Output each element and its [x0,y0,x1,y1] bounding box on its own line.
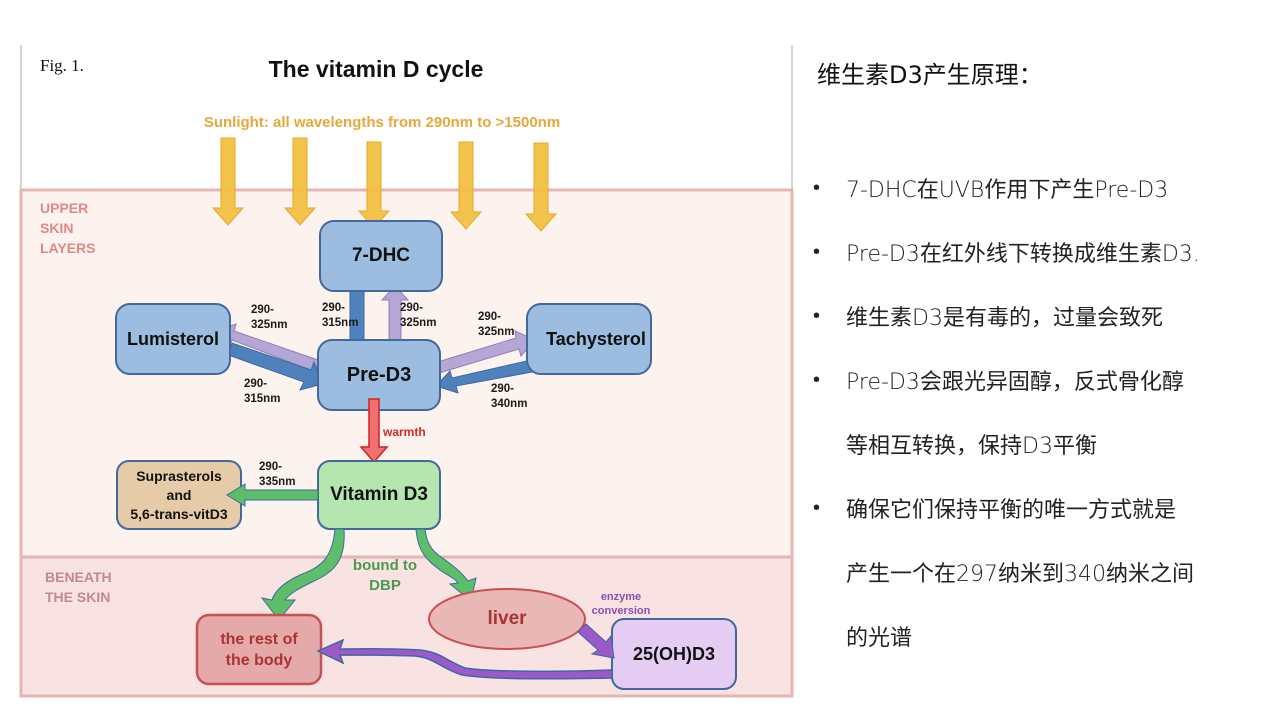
label-pred3-to-lumisterol: 290- 325nm [251,303,287,333]
label-line: 290- [491,383,515,395]
node-pred3: Pre-D3 [346,363,412,386]
node-liver: liver [487,608,527,629]
middle-divider [791,45,793,190]
explanation-panel: 维生素D3产生原理： • 7-DHC在UVB作用下产生Pre-D3 • Pre-D3在… [813,0,1280,720]
arrow-liver-to-25ohd3 [577,623,615,659]
label-line: 340nm [491,398,528,410]
sunlight-arrow [449,141,483,230]
label-line: 290- [259,461,283,473]
sunlight-caption: Sunlight: all wavelengths from 290nm to … [203,114,561,131]
node-vitamin-d3: Vitamin D3 [330,484,428,505]
node-7dhc: 7-DHC [351,245,411,266]
label-line: 325nm [251,319,288,331]
upper-skin-label-line: SKIN [40,220,74,236]
label-line: 290- [478,311,502,323]
label-line: 315nm [322,317,359,329]
label-line: 290- [322,302,346,314]
label-line: 290- [244,378,268,390]
label-line: conversion [591,605,651,617]
bullet-dot: • [813,369,821,391]
bullet-text: 产生一个在297纳米到340纳米之间 [846,562,1194,587]
bullet-dot: • [813,177,821,199]
label-tachysterol-to-pred3: 290- 340nm [491,382,527,412]
panel-heading: 维生素D3产生原理： [817,61,1043,89]
figure-number: Fig. 1. [40,56,84,75]
label-enzyme-conversion: enzyme conversion [583,590,659,618]
beneath-skin-label-line: THE SKIN [45,589,111,605]
label-line: 325nm [400,317,437,329]
label-line: 325nm [478,326,515,338]
node-25ohd3: 25(OH)D3 [632,643,716,664]
arrow-vitd3-to-body [260,528,345,621]
vitamin-d-cycle-figure: Fig. 1. The vitamin D cycle Sunlight: al… [19,56,794,698]
node-suprasterols-line: and [166,486,192,503]
label-bound-to-dbp: bound to DBP [343,556,427,596]
left-divider [20,45,22,190]
bullet-text: Pre-D3在红外线下转换成维生素D3. [846,242,1200,267]
beneath-skin-label-line: BENEATH [45,569,112,585]
bullet-text: 的光谱 [846,626,913,651]
label-lumisterol-to-pred3: 290- 315nm [244,377,280,407]
node-liver-ellipse [428,588,586,650]
sunlight-arrow [211,137,245,226]
node-7dhc-box [319,220,443,292]
node-suprasterols-line: Suprasterols [136,467,222,484]
node-rest-of-body-line: the body [225,651,293,669]
label-line: DBP [369,577,401,594]
arrow-pred3-to-dhc [380,285,410,346]
bullet-text: 7-DHC在UVB作用下产生Pre-D3 [846,178,1169,203]
label-pred3-to-tachysterol: 290- 325nm [478,310,514,340]
upper-skin-label-line: LAYERS [40,240,96,256]
bullet-dot: • [813,497,821,519]
label-line: bound to [352,557,418,574]
node-suprasterols: Suprasterols and 5,6-trans-vitD3 [117,461,241,529]
bullet-text: 维生素D3是有毒的，过量会致死 [846,306,1163,331]
arrow-tachysterol-to-pred3 [435,357,544,394]
sunlight-arrow [283,137,317,226]
label-pred3-to-dhc: 290- 325nm [400,301,436,331]
upper-skin-label: UPPER SKIN LAYERS [40,198,96,258]
bullet-dot: • [813,305,821,327]
diagram-canvas [19,137,794,698]
upper-skin-label-line: UPPER [40,200,89,216]
label-line: 315nm [244,393,281,405]
node-suprasterols-line: 5,6-trans-vitD3 [130,505,228,522]
figure-title: The vitamin D cycle [268,56,484,82]
sunlight-arrow [357,141,391,229]
bullet-text: 确保它们保持平衡的唯一方式就是 [846,498,1177,523]
sunlight-arrows [211,137,558,232]
beneath-skin-label: BENEATH THE SKIN [45,567,112,607]
node-tachysterol: Tachysterol [546,328,646,349]
label-line: enzyme [600,591,642,603]
arrow-vitd3-to-liver [415,528,477,602]
bullet-text: 等相互转换，保持D3平衡 [846,434,1097,459]
label-warmth: warmth [383,425,426,439]
node-rest-of-body-line: the rest of [220,630,298,648]
label-dhc-to-pred3: 290- 315nm [322,301,358,331]
label-line: 290- [400,302,424,314]
bullet-text: Pre-D3会跟光异固醇，反式骨化醇 [846,370,1184,395]
bullet-dot: • [813,241,821,263]
arrow-warmth [359,398,389,464]
label-vitd3-to-suprasterols: 290- 335nm [259,460,295,490]
arrow-25ohd3-to-body [316,638,613,680]
sunlight-arrow [524,142,558,232]
node-lumisterol: Lumisterol [126,328,219,349]
label-line: 335nm [259,476,296,488]
node-lumisterol-box [115,303,231,375]
node-rest-of-body: the rest of the body [197,615,321,684]
node-tachysterol-box [526,303,652,375]
label-line: 290- [251,304,275,316]
arrow-vitd3-to-suprasterols [226,483,319,507]
